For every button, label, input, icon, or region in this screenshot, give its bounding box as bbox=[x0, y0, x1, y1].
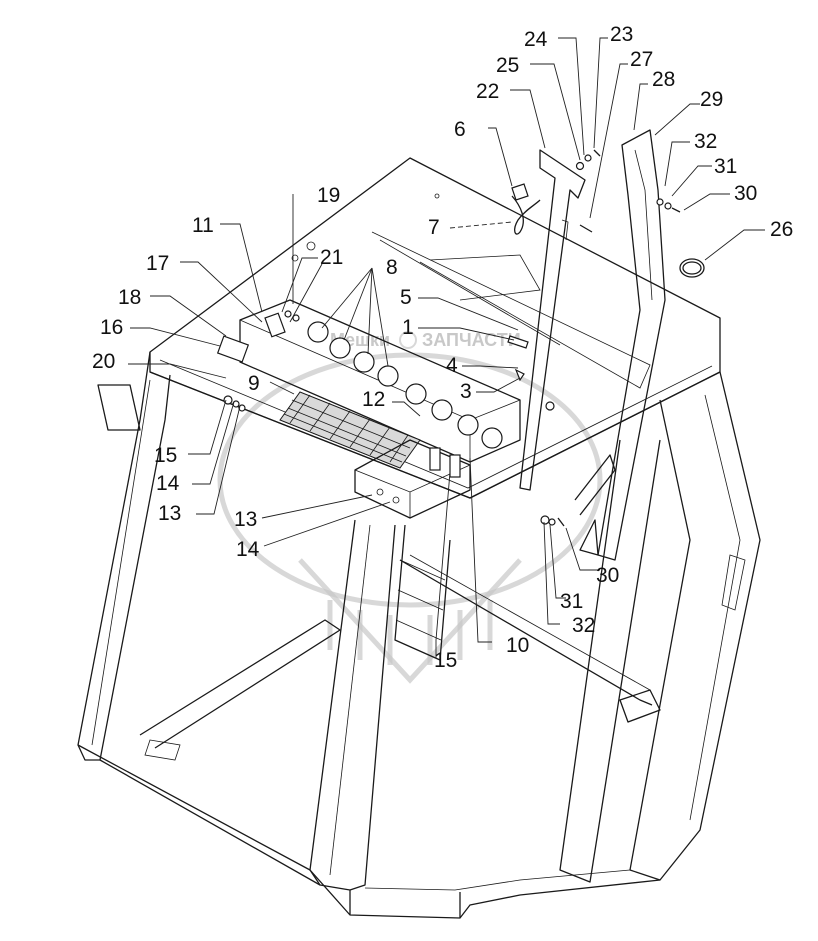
callout-7: 7 bbox=[428, 216, 440, 239]
callout-11: 11 bbox=[192, 214, 214, 237]
callout-22: 22 bbox=[476, 80, 499, 103]
callout-12: 12 bbox=[362, 388, 385, 411]
callout-3: 3 bbox=[460, 380, 472, 403]
callout-8: 8 bbox=[386, 256, 398, 279]
callout-23: 23 bbox=[610, 23, 633, 46]
instrument-panel bbox=[216, 299, 521, 463]
callout-32-bottom: 32 bbox=[572, 614, 595, 637]
air-vent-grille bbox=[279, 391, 421, 469]
lower-bracket bbox=[354, 439, 471, 519]
side-bar-22 bbox=[519, 149, 586, 491]
roof-panel bbox=[149, 157, 721, 499]
coil-26 bbox=[679, 258, 705, 278]
side-bar-28 bbox=[574, 129, 666, 561]
leader-lines bbox=[128, 37, 765, 658]
callout-14-center: 14 bbox=[236, 538, 260, 561]
callout-6: 6 bbox=[454, 118, 466, 141]
callout-29: 29 bbox=[700, 88, 723, 111]
callout-17: 17 bbox=[146, 252, 169, 275]
callout-5: 5 bbox=[400, 286, 412, 309]
callout-15-bottom: 15 bbox=[434, 649, 457, 672]
callout-19: 19 bbox=[317, 184, 340, 207]
hose-7 bbox=[511, 183, 541, 235]
callout-26: 26 bbox=[770, 218, 793, 241]
callout-16: 16 bbox=[100, 316, 123, 339]
callout-9: 9 bbox=[248, 372, 260, 395]
callout-10: 10 bbox=[506, 634, 529, 657]
callout-30-top: 30 bbox=[734, 182, 757, 205]
callout-4: 4 bbox=[446, 354, 458, 377]
watermark-right-text: ЗАПЧАСТИ bbox=[422, 330, 521, 350]
callout-27: 27 bbox=[630, 48, 653, 71]
cab-frame bbox=[77, 351, 761, 919]
callout-30-bottom: 30 bbox=[596, 564, 619, 587]
callout-31-bottom: 31 bbox=[560, 590, 583, 613]
callout-13-left: 13 bbox=[158, 502, 181, 525]
callout-25: 25 bbox=[496, 54, 519, 77]
callout-28: 28 bbox=[652, 68, 675, 91]
callout-labels: 24 23 25 27 28 22 29 6 32 31 30 19 11 7 … bbox=[92, 23, 793, 672]
callout-21: 21 bbox=[320, 246, 343, 269]
callout-13-center: 13 bbox=[234, 508, 257, 531]
callout-15-left: 15 bbox=[154, 444, 177, 467]
callout-32-top: 32 bbox=[694, 130, 717, 153]
callout-14-left: 14 bbox=[156, 472, 180, 495]
callout-24: 24 bbox=[524, 28, 548, 51]
callout-31-top: 31 bbox=[714, 155, 737, 178]
fasteners bbox=[223, 149, 681, 527]
callout-20: 20 bbox=[92, 350, 115, 373]
callout-18: 18 bbox=[118, 286, 141, 309]
callout-1: 1 bbox=[402, 316, 414, 339]
